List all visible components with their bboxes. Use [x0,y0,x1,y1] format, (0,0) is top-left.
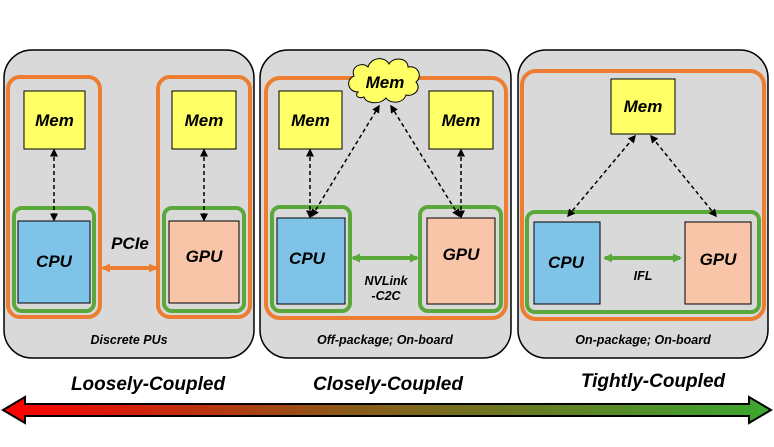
gpu-memory-box [171,90,237,150]
cpu-label: CPU [548,253,585,272]
gpu-box [684,221,752,305]
cpu-shared-memory-link [311,104,380,218]
panel-on-package: Mem CPU GPU IFL On-package; On-board [517,49,769,359]
memory-label: Mem [624,97,663,116]
panel-off-package: Mem Mem Mem CPU GPU NVLink -C2C Off-pack… [259,49,512,359]
cpu-box [17,220,91,304]
ifl-label: IFL [634,269,653,283]
gpu-label: GPU [186,247,224,266]
nvlink-label-line1: NVLink [364,274,408,288]
package-boundary [525,210,761,314]
panel-2-caption: Off-package; On-board [317,333,453,347]
cpu-node-boundary [6,75,102,319]
cpu-label: CPU [36,252,73,271]
shared-memory-cloud [348,58,420,104]
coupling-gradient-arrow [1,395,773,425]
gpu-box [168,220,240,304]
panel-1-caption: Discrete PUs [90,333,167,347]
shared-memory-label: Mem [366,73,405,92]
cpu-label: CPU [289,249,326,268]
scale-label-tightly: Tightly-Coupled [581,371,726,392]
gpu-box [426,217,496,305]
cpu-memory-link [567,134,636,218]
panel-3-caption: On-package; On-board [575,333,711,347]
panel-discrete: Mem Mem CPU GPU PCIe Discrete PUs [3,49,255,359]
cpu-box [533,221,601,305]
scale-label-loosely: Loosely-Coupled [71,374,226,395]
coupling-scale: Loosely-Coupled Closely-Coupled Tightly-… [1,371,773,425]
scale-label-closely: Closely-Coupled [313,374,463,395]
memory-box [610,78,676,135]
gpu-memory-link [650,134,717,218]
gpu-memory-label: Mem [185,111,224,130]
gpu-memory-label: Mem [442,111,481,130]
gpu-node-boundary [156,75,252,319]
cpu-memory-label: Mem [291,111,330,130]
gpu-label: GPU [443,245,481,264]
pcie-label: PCIe [111,234,149,253]
nvlink-label-line2: -C2C [371,289,401,303]
board-boundary [520,69,766,321]
cpu-memory-label: Mem [35,111,74,130]
gpu-shared-memory-link [390,104,460,218]
gpu-label: GPU [700,250,738,269]
cpu-box [276,217,346,305]
